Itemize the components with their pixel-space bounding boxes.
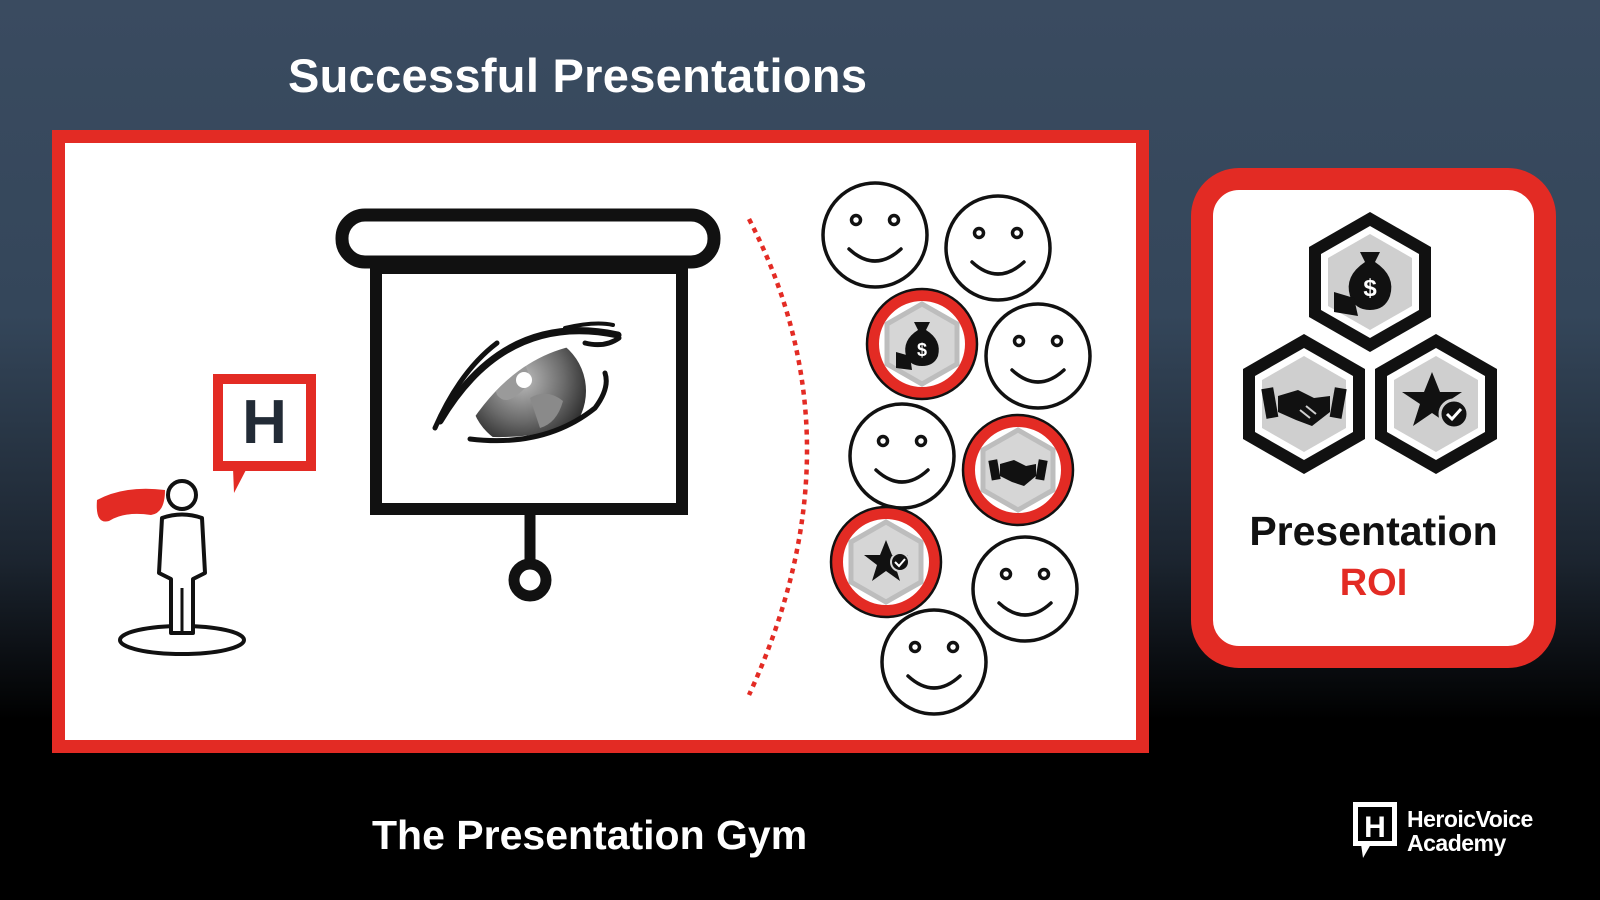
brand-mark-letter: H	[1364, 811, 1386, 844]
money-bag-hexagon-icon: $	[867, 289, 977, 399]
audience-group: $	[821, 181, 1092, 716]
presentation-scene-panel: H	[52, 130, 1149, 753]
brand-name-line2: Academy	[1407, 830, 1506, 856]
audience-divider	[746, 217, 810, 696]
speaker-badge-icon: H	[213, 374, 316, 493]
svg-text:$: $	[917, 340, 927, 360]
smiley-face-icon	[821, 181, 929, 289]
svg-text:$: $	[1363, 275, 1377, 302]
smiley-face-icon	[971, 535, 1079, 643]
brand-name-line1: HeroicVoice	[1407, 806, 1533, 832]
smiley-face-icon	[848, 402, 956, 510]
footer-label: The Presentation Gym	[372, 812, 808, 858]
page-title: Successful Presentations	[288, 49, 868, 102]
star-hexagon-icon	[1375, 334, 1497, 474]
roi-card-subtitle: ROI	[1339, 562, 1408, 604]
star-hexagon-icon	[831, 507, 941, 617]
roi-card-title: Presentation	[1249, 508, 1498, 554]
smiley-face-icon	[944, 194, 1052, 302]
brand-logo: H HeroicVoice Academy	[1351, 800, 1551, 866]
presentation-scene: H	[96, 181, 1092, 716]
smiley-face-icon	[984, 302, 1092, 410]
speaker-icon	[96, 479, 246, 656]
money-bag-hexagon-icon: $	[1309, 212, 1431, 352]
brand-mark-icon: H	[1353, 802, 1397, 858]
handshake-hexagon-icon	[1243, 334, 1365, 474]
roi-hexagon-cluster: $	[1243, 212, 1497, 474]
handshake-hexagon-icon	[963, 415, 1073, 525]
speaker-badge-letter: H	[242, 388, 287, 457]
smiley-face-icon	[880, 608, 988, 716]
presentation-roi-card: $ Presentation ROI	[1191, 168, 1556, 668]
